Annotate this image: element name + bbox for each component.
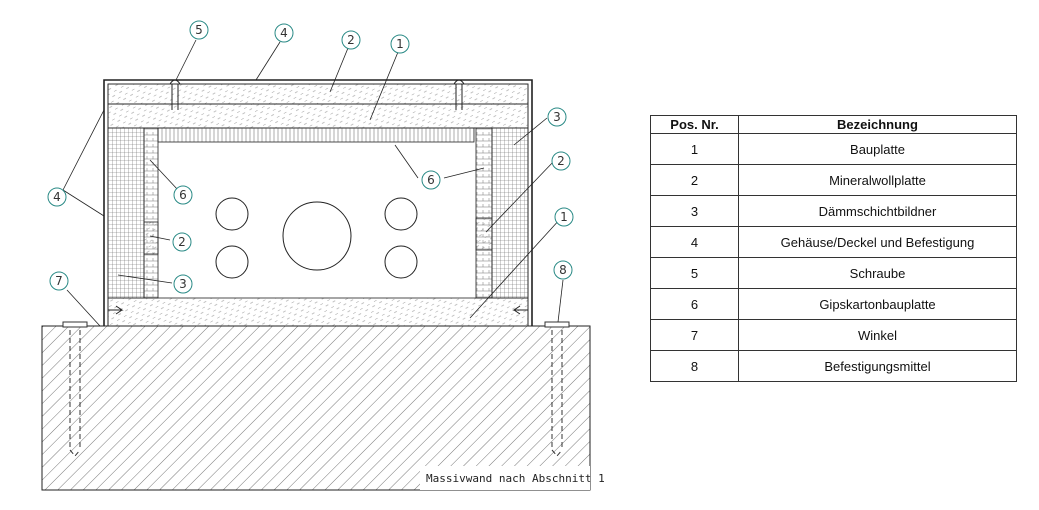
screw-left bbox=[169, 79, 181, 110]
legend-desc: Dämmschichtbildner bbox=[738, 195, 1017, 227]
legend-row: 1 Bauplatte bbox=[650, 133, 1017, 165]
wall-note-box bbox=[420, 466, 590, 490]
mineral-wool-top bbox=[157, 127, 475, 143]
legend-desc: Gehäuse/Deckel und Befestigung bbox=[738, 226, 1017, 258]
svg-text:6: 6 bbox=[179, 188, 187, 202]
leader-lines bbox=[62, 39, 564, 327]
callout-m: 7 bbox=[49, 271, 69, 291]
svg-text:4: 4 bbox=[280, 26, 288, 40]
callout-f: 6 bbox=[173, 185, 193, 205]
svg-text:3: 3 bbox=[179, 277, 187, 291]
svg-text:5: 5 bbox=[195, 23, 203, 37]
wool-insert-right bbox=[475, 217, 493, 251]
svg-text:7: 7 bbox=[55, 274, 63, 288]
intumescent-right bbox=[491, 127, 529, 299]
cable-hole-2 bbox=[215, 245, 249, 279]
callout-j: 2 bbox=[172, 232, 192, 252]
svg-text:4: 4 bbox=[53, 190, 61, 204]
housing-lid bbox=[103, 79, 533, 326]
legend-pos: 8 bbox=[650, 350, 739, 382]
gypsum-right bbox=[475, 127, 493, 299]
wool-insert-left bbox=[143, 221, 159, 255]
svg-text:1: 1 bbox=[560, 210, 568, 224]
legend-row: 4 Gehäuse/Deckel und Befestigung bbox=[650, 226, 1017, 258]
callout-e: 3 bbox=[547, 107, 567, 127]
wall-note: Massivwand nach Abschnitt 1 bbox=[426, 472, 605, 485]
svg-text:3: 3 bbox=[553, 110, 561, 124]
callout-d: 1 bbox=[390, 34, 410, 54]
legend-pos: 6 bbox=[650, 288, 739, 320]
legend-desc: Mineralwollplatte bbox=[738, 164, 1017, 196]
svg-text:2: 2 bbox=[347, 33, 355, 47]
legend-desc: Schraube bbox=[738, 257, 1017, 289]
cable-hole-4 bbox=[384, 197, 418, 231]
anchor-plate-right bbox=[544, 321, 570, 328]
top-board-upper bbox=[107, 83, 529, 105]
svg-text:8: 8 bbox=[559, 263, 567, 277]
legend-pos: 1 bbox=[650, 133, 739, 165]
callout-n: 8 bbox=[553, 260, 573, 280]
legend-header-row: Pos. Nr. Bezeichnung bbox=[650, 115, 1017, 134]
parts-legend-table: Pos. Nr. Bezeichnung 1 Bauplatte 2 Miner… bbox=[650, 115, 1017, 382]
legend-row: 6 Gipskartonbauplatte bbox=[650, 288, 1017, 320]
legend-pos: 5 bbox=[650, 257, 739, 289]
bottom-board bbox=[107, 297, 529, 327]
callout-i: 2 bbox=[551, 151, 571, 171]
legend-pos: 7 bbox=[650, 319, 739, 351]
gypsum-left bbox=[143, 127, 159, 299]
legend-row: 7 Winkel bbox=[650, 319, 1017, 351]
massive-wall bbox=[41, 325, 591, 491]
angle-left bbox=[108, 305, 124, 315]
callout-g: 6 bbox=[421, 170, 441, 190]
anchor-right bbox=[551, 330, 563, 457]
legend-pos: 2 bbox=[650, 164, 739, 196]
callout-c: 2 bbox=[341, 30, 361, 50]
cable-hole-1 bbox=[215, 197, 249, 231]
svg-text:2: 2 bbox=[178, 235, 186, 249]
intumescent-left bbox=[107, 127, 145, 299]
callout-a: 5 bbox=[189, 20, 209, 40]
cable-hole-5 bbox=[384, 245, 418, 279]
angle-right bbox=[512, 305, 528, 315]
callout-l: 3 bbox=[173, 274, 193, 294]
top-board-lower bbox=[107, 103, 529, 129]
callout-k: 1 bbox=[554, 207, 574, 227]
section-drawing: Massivwand nach Abschnitt 1 bbox=[41, 20, 605, 491]
legend-desc: Bauplatte bbox=[738, 133, 1017, 165]
svg-text:6: 6 bbox=[427, 173, 435, 187]
legend-header-pos: Pos. Nr. bbox=[650, 115, 739, 134]
cable-hole-3 bbox=[282, 201, 352, 271]
callout-h: 4 bbox=[47, 187, 67, 207]
legend-header-desc: Bezeichnung bbox=[738, 115, 1017, 134]
legend-row: 2 Mineralwollplatte bbox=[650, 164, 1017, 196]
legend-pos: 3 bbox=[650, 195, 739, 227]
anchor-plate-left bbox=[62, 321, 88, 328]
legend-row: 5 Schraube bbox=[650, 257, 1017, 289]
screw-right bbox=[453, 79, 465, 110]
svg-text:1: 1 bbox=[396, 37, 404, 51]
legend-row: 3 Dämmschichtbildner bbox=[650, 195, 1017, 227]
legend-row: 8 Befestigungsmittel bbox=[650, 350, 1017, 382]
anchor-left bbox=[69, 330, 81, 457]
callout-b: 4 bbox=[274, 23, 294, 43]
svg-text:2: 2 bbox=[557, 154, 565, 168]
legend-pos: 4 bbox=[650, 226, 739, 258]
legend-desc: Winkel bbox=[738, 319, 1017, 351]
legend-desc: Gipskartonbauplatte bbox=[738, 288, 1017, 320]
legend-desc: Befestigungsmittel bbox=[738, 350, 1017, 382]
